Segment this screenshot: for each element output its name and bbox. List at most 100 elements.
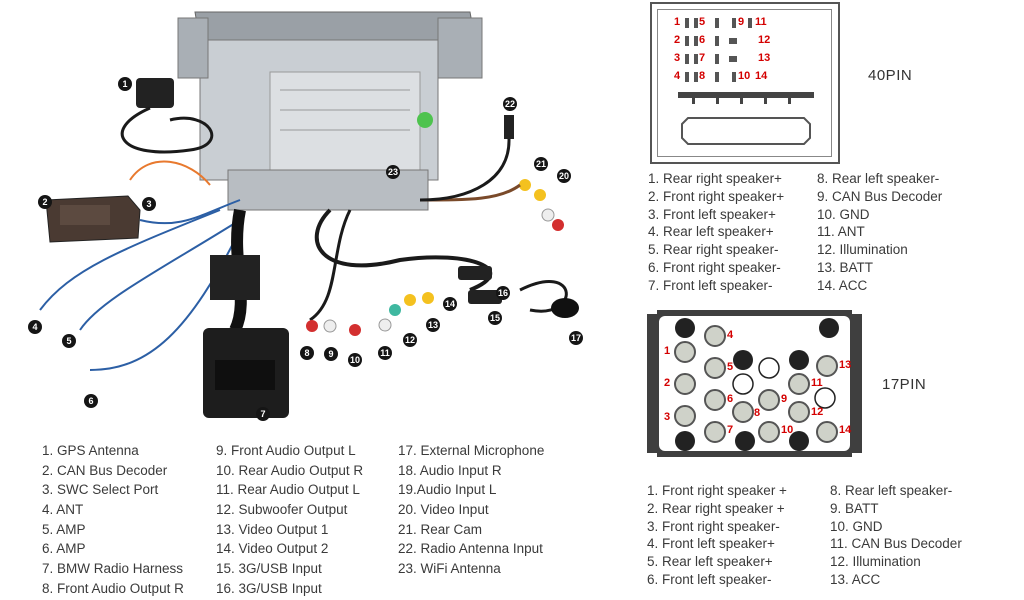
pin40-label-12: 12 [758, 34, 771, 46]
legend-item: 6. AMP [42, 541, 86, 557]
legend-item: 3. SWC Select Port [42, 482, 159, 498]
callout-17: 17 [569, 331, 583, 345]
pin40-label-13: 13 [758, 52, 771, 64]
radio-antenna-cable [419, 115, 514, 202]
callout-22: 22 [503, 97, 517, 111]
callout-5: 5 [62, 334, 76, 348]
pin40-item: 13. BATT [817, 259, 874, 275]
legend-item: 11. Rear Audio Output L [216, 482, 360, 498]
legend-item: 13. Video Output 1 [216, 521, 329, 537]
pin17-label-6: 6 [727, 393, 734, 405]
pin40-connector-diagram: 1 5 9 11 2 6 12 3 7 13 4 8 10 14 [650, 2, 840, 164]
legend-item: 18. Audio Input R [398, 462, 502, 478]
pin17-connector-diagram: 4 1 5 13 2 11 6 9 8 12 3 7 10 14 [647, 310, 862, 457]
callout-2: 2 [38, 195, 52, 209]
legend-item: 14. Video Output 2 [216, 541, 329, 557]
pin40-item: 12. Illumination [817, 242, 908, 258]
pin17-label-3: 3 [664, 411, 671, 423]
callout-4: 4 [28, 320, 42, 334]
pin17-item: 4. Front left speaker+ [647, 536, 775, 552]
pin40-label-7: 7 [699, 52, 706, 64]
callout-21: 21 [534, 157, 548, 171]
pin17-item: 3. Front right speaker- [647, 518, 780, 534]
pin40-left-list: 1. Rear right speaker+ 2. Front right sp… [648, 170, 784, 295]
pin17-label-9: 9 [781, 393, 788, 405]
pin40-title: 40PIN [868, 67, 913, 84]
callout-9: 9 [324, 347, 338, 361]
product-illustration [39, 11, 579, 418]
pin40-item: 6. Front right speaker- [648, 259, 781, 275]
legend-item: 10. Rear Audio Output R [216, 462, 364, 478]
pin40-label-8: 8 [699, 70, 706, 82]
pin40-item: 9. CAN Bus Decoder [817, 188, 943, 204]
callout-12: 12 [403, 333, 417, 347]
pin40-label-6: 6 [699, 34, 706, 46]
pin40-label-14: 14 [755, 70, 768, 82]
legend-column-2: 9. Front Audio Output L 10. Rear Audio O… [216, 441, 363, 599]
legend-item: 19.Audio Input L [398, 482, 497, 498]
legend-column-3: 17. External Microphone 18. Audio Input … [398, 441, 544, 579]
pin17-label-13: 13 [839, 359, 852, 371]
pin17-label-5: 5 [727, 361, 734, 373]
callout-16: 16 [496, 286, 510, 300]
pin17-label-4: 4 [727, 329, 734, 341]
pin40-item: 11. ANT [817, 224, 865, 240]
can-bus-decoder-box [45, 195, 141, 243]
callout-13: 13 [426, 318, 440, 332]
callout-6: 6 [84, 394, 98, 408]
legend-item: 20. Video Input [398, 502, 489, 518]
legend-item: 15. 3G/USB Input [216, 561, 322, 577]
callout-14: 14 [443, 297, 457, 311]
legend-item: 12. Subwoofer Output [216, 502, 348, 518]
legend-item: 17. External Microphone [398, 443, 545, 458]
callout-10: 10 [348, 353, 362, 367]
pin17-item: 6. Front left speaker- [647, 571, 772, 587]
pin17-label-10: 10 [781, 424, 794, 436]
pin40-item: 4. Rear left speaker+ [648, 224, 774, 240]
callout-11: 11 [378, 346, 392, 360]
pin17-label-1: 1 [664, 345, 671, 357]
pin17-item: 9. BATT [830, 500, 879, 516]
legend-item: 5. AMP [42, 521, 86, 537]
pin17-item: 5. Rear left speaker+ [647, 554, 773, 570]
callout-20: 20 [557, 169, 571, 183]
pin17-right-list: 8. Rear left speaker- 9. BATT 10. GND 11… [830, 482, 962, 589]
pin17-label-12: 12 [811, 406, 824, 418]
pin17-connector-body [647, 310, 862, 457]
pin40-label-4: 4 [674, 70, 681, 82]
pin40-label-1: 1 [674, 16, 681, 28]
pin40-label-10: 10 [738, 70, 751, 82]
pin40-item: 3. Front left speaker+ [648, 206, 776, 222]
bmw-radio-harness [203, 208, 289, 418]
legend-item: 23. WiFi Antenna [398, 561, 501, 577]
legend-column-1: 1. GPS Antenna 2. CAN Bus Decoder 3. SWC… [42, 441, 184, 599]
callout-1: 1 [118, 77, 132, 91]
pin40-connector-pins [678, 18, 814, 145]
pin40-item: 14. ACC [817, 277, 868, 293]
pin40-right-list: 8. Rear left speaker- 9. CAN Bus Decoder… [817, 170, 942, 295]
pin17-title: 17PIN [882, 376, 927, 393]
head-unit-chassis [177, 11, 483, 211]
pin17-label-2: 2 [664, 377, 671, 389]
pin17-item: 1. Front right speaker + [647, 483, 787, 498]
pin40-item: 1. Rear right speaker+ [648, 171, 782, 186]
legend-item: 7. BMW Radio Harness [42, 561, 184, 577]
pin17-item: 13. ACC [830, 571, 881, 587]
legend-item: 1. GPS Antenna [42, 443, 139, 458]
pin17-label-11: 11 [811, 377, 823, 389]
pin17-label-7: 7 [727, 424, 734, 436]
pin40-item: 7. Front left speaker- [648, 277, 773, 293]
legend-item: 9. Front Audio Output L [216, 443, 356, 458]
legend-item: 8. Front Audio Output R [42, 580, 184, 596]
legend-item: 22. Radio Antenna Input [398, 541, 543, 557]
gps-antenna [120, 78, 214, 154]
pin40-item: 5. Rear right speaker- [648, 242, 779, 258]
pin40-label-9: 9 [738, 16, 745, 28]
callout-8: 8 [300, 346, 314, 360]
callout-15: 15 [488, 311, 502, 325]
callout-7: 7 [256, 407, 270, 421]
pin17-item: 12. Illumination [830, 554, 921, 570]
pin17-item: 2. Rear right speaker + [647, 500, 785, 516]
pin17-label-8: 8 [754, 407, 761, 419]
pin17-item: 8. Rear left speaker- [830, 483, 953, 498]
